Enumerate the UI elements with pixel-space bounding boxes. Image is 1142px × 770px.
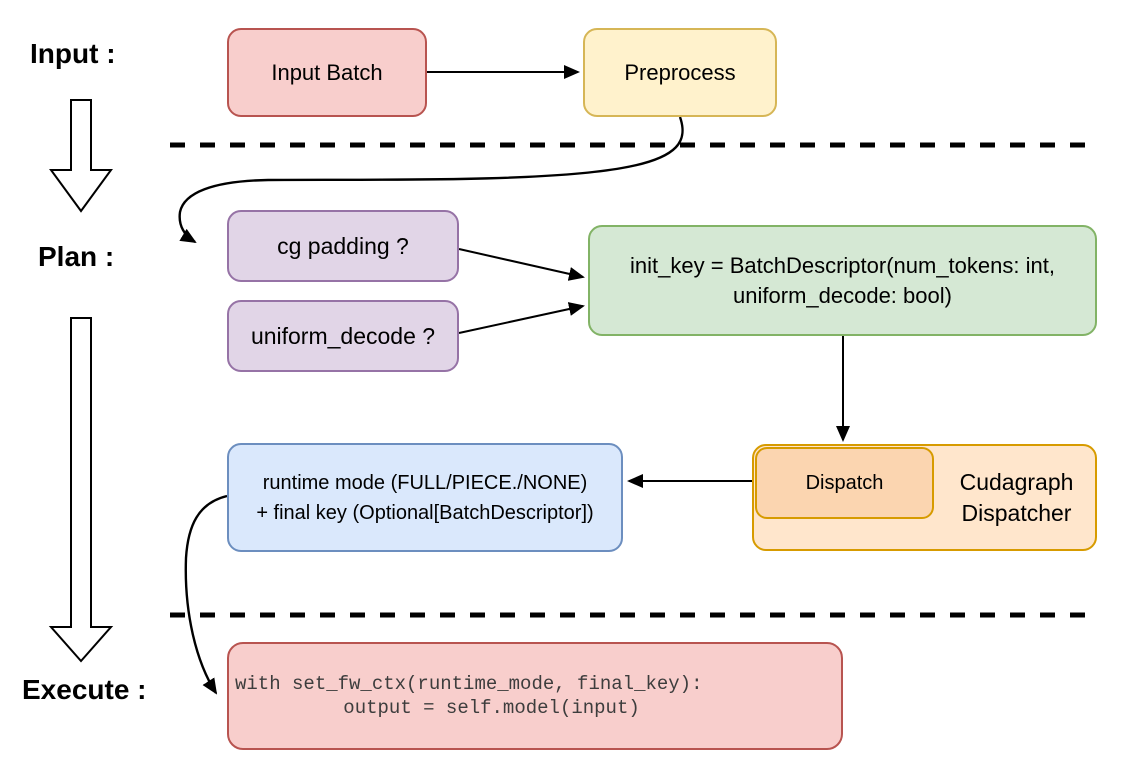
uniform-decode-node: uniform_decode ? — [227, 300, 459, 372]
execute-section-label: Execute : — [22, 674, 147, 705]
dispatch-node: Dispatch — [755, 447, 934, 519]
runtime-mode-line1: runtime mode (FULL/PIECE./NONE) — [262, 471, 588, 494]
arrow-uniformdecode-to-initkey — [458, 302, 585, 334]
init-key-line1: init_key = BatchDescriptor(num_tokens: i… — [630, 252, 1055, 278]
runtime-mode-line2: + final key (Optional[BatchDescriptor]) — [256, 501, 594, 524]
init-key-label: init_key = BatchDescriptor(num_tokens: i… — [630, 251, 1055, 311]
cg-padding-node: cg padding ? — [227, 210, 459, 282]
preprocess-node: Preprocess — [583, 28, 777, 117]
plan-section-label: Plan : — [38, 241, 115, 272]
curve-preprocess-to-cgpadding — [178, 116, 684, 244]
runtime-mode-node: runtime mode (FULL/PIECE./NONE) + final … — [227, 443, 623, 552]
dispatch-label: Dispatch — [805, 471, 884, 494]
execute-code-text: with set_fw_ctx(runtime_mode, final_key)… — [235, 673, 703, 719]
curve-runtimemode-to-executecode — [184, 494, 228, 695]
init-key-node: init_key = BatchDescriptor(num_tokens: i… — [588, 225, 1097, 336]
execute-code-node: with set_fw_ctx(runtime_mode, final_key)… — [227, 642, 843, 750]
arrow-cgpadding-to-initkey — [458, 248, 585, 281]
plan-to-execute-hollow-arrow — [48, 317, 114, 663]
runtime-mode-label: runtime mode (FULL/PIECE./NONE) + final … — [256, 468, 593, 528]
preprocess-label: Preprocess — [624, 59, 736, 85]
cudagraph-dispatcher-node: Dispatch Cudagraph Dispatcher — [752, 444, 1097, 551]
cudagraph-dispatcher-label: Cudagraph Dispatcher — [959, 468, 1074, 526]
cg-padding-label: cg padding ? — [277, 232, 409, 259]
init-key-line2: uniform_decode: bool) — [733, 282, 952, 308]
input-section-label: Input : — [30, 38, 116, 69]
input-to-plan-hollow-arrow — [49, 99, 113, 213]
input-batch-label: Input Batch — [271, 59, 383, 85]
uniform-decode-label: uniform_decode ? — [250, 322, 436, 349]
input-batch-node: Input Batch — [227, 28, 427, 117]
